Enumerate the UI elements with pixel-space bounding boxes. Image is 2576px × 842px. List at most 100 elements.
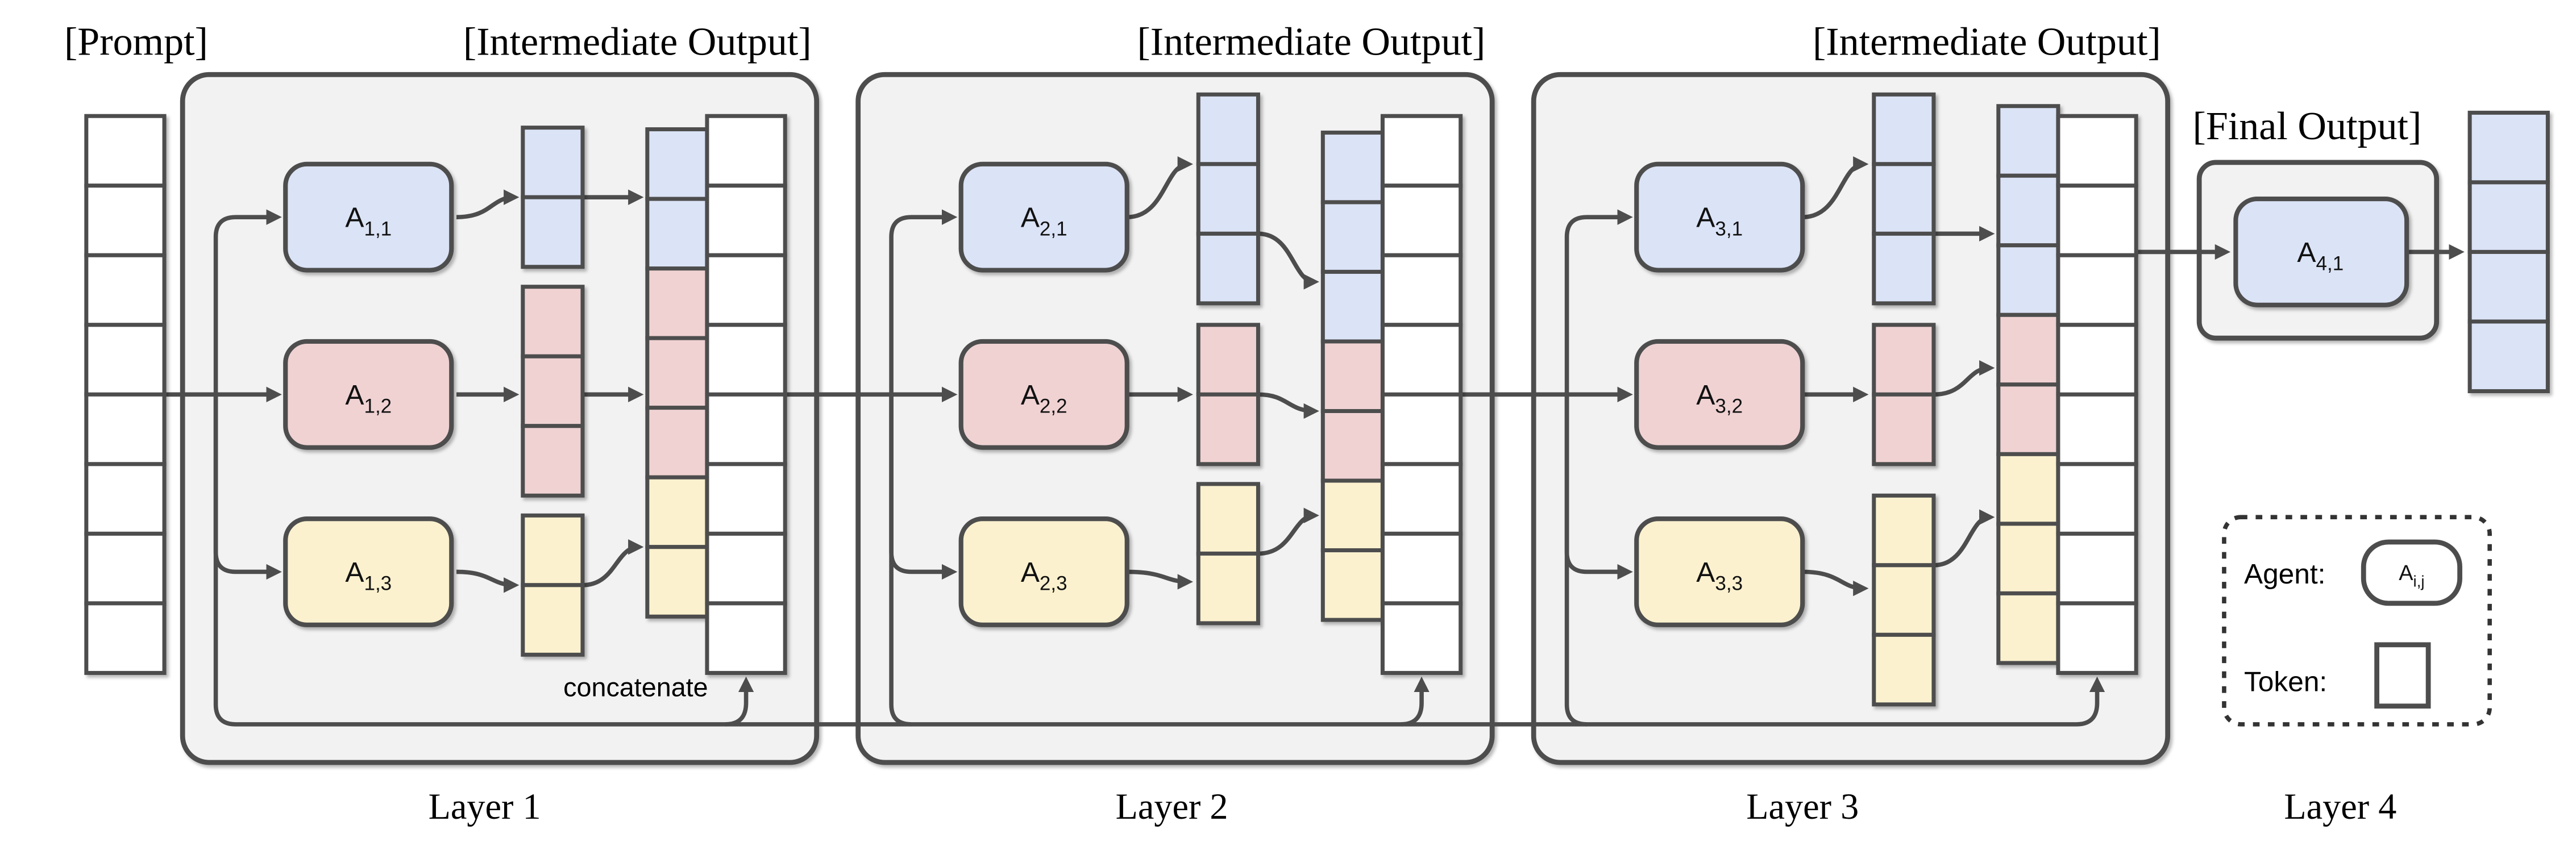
layer2-agent3-output-tokens (1196, 482, 1260, 626)
bypass-line (213, 394, 2105, 727)
yellow-token-cell (645, 545, 709, 619)
a31-output-arrow (1802, 156, 1869, 219)
yellow-token-cell (521, 513, 585, 587)
white-token-cell (2056, 184, 2138, 257)
pink-token-cell (1196, 323, 1260, 397)
pink-token-cell (1996, 382, 2060, 456)
white-token-cell (2056, 531, 2138, 606)
pink-token-cell (521, 424, 585, 498)
yellow-token-cell (645, 475, 709, 549)
white-token-cell (84, 253, 167, 327)
a23-output-arrow (1127, 569, 1193, 590)
blue-to-concat-arrow (1258, 231, 1319, 290)
layer-2-name: Layer 2 (1116, 786, 1228, 827)
white-token-cell (705, 253, 787, 327)
white-token-cell (2056, 253, 2138, 327)
white-token-cell (1380, 253, 1463, 327)
agent-a22-label: A2,2 (1021, 379, 1067, 418)
agent-a21-box (958, 161, 1129, 273)
layer2-passthrough-tokens (1380, 114, 1463, 675)
yellow-token-cell (1996, 522, 2060, 595)
legend-token-swatch (2374, 642, 2431, 709)
blue-token-cell (1196, 92, 1260, 166)
agent-a12-box (283, 339, 454, 450)
blue-token-cell (1872, 231, 1936, 306)
prompt-header-label: [Prompt] (64, 20, 208, 64)
white-token-cell (705, 323, 787, 397)
pink-token-cell (1996, 312, 2060, 387)
layer1-agent1-output-tokens (521, 126, 585, 269)
white-token-cell (1380, 462, 1463, 536)
layer1-concat-tokens (645, 127, 709, 619)
yellow-to-concat-arrow (582, 539, 644, 587)
layer-1-agents: A1,1 A1,2 A1,3 (283, 161, 454, 627)
agent-a33-label: A3,3 (1696, 556, 1743, 595)
yellow-to-concat-arrow (1933, 509, 1995, 568)
agent-a12-label: A1,2 (345, 379, 392, 418)
blue-token-cell (645, 197, 709, 271)
yellow-token-cell (521, 583, 585, 657)
blue-token-cell (1872, 162, 1936, 236)
yellow-token-cell (1196, 482, 1260, 556)
layer3-passthrough-tokens (2056, 114, 2138, 675)
agent-a41-box (2233, 196, 2409, 307)
yellow-token-cell (1872, 563, 1936, 637)
blue-token-cell (1996, 243, 2060, 317)
yellow-token-cell (1872, 632, 1936, 707)
a21-output-arrow (1127, 156, 1193, 219)
blue-token-cell (1196, 231, 1260, 306)
blue-token-cell (521, 195, 585, 269)
yellow-token-cell (1872, 493, 1936, 568)
white-token-cell (705, 601, 787, 675)
pink-token-cell (1320, 409, 1385, 483)
layer-4-agents: A4,1 (2233, 196, 2409, 307)
layer3-entry-drop (1564, 394, 1587, 727)
agent-a32-box (1634, 339, 1805, 450)
blue-token-cell (2467, 110, 2550, 185)
blue-token-cell (1872, 92, 1936, 166)
yellow-token-cell (1996, 591, 2060, 665)
white-token-cell (84, 184, 167, 257)
agent-a13-label: A1,3 (345, 556, 392, 595)
layer-3-agents: A3,1 A3,2 A3,3 (1634, 161, 1805, 627)
white-token-cell (705, 184, 787, 257)
blue-token-cell (1196, 162, 1260, 236)
branch-to-a13-arrow (213, 394, 282, 580)
agent-a41-label: A4,1 (2297, 236, 2344, 275)
prompt-tokens (84, 114, 167, 675)
blue-token-cell (521, 126, 585, 199)
blue-token-cell (1320, 200, 1385, 274)
layer3-agent1-output-tokens (1872, 92, 1936, 306)
white-token-cell (84, 114, 167, 188)
yellow-token-cell (1996, 452, 2060, 526)
pink-token-cell (521, 285, 585, 359)
final-output-tokens (2467, 110, 2550, 393)
layer-3-name: Layer 3 (1746, 786, 1859, 827)
layer1-passthrough-tokens (705, 114, 787, 675)
branch-to-a11-arrow (213, 209, 282, 395)
white-token-cell (84, 601, 167, 675)
agent-a11-label: A1,1 (345, 202, 392, 240)
pink-token-cell (645, 406, 709, 480)
branch-to-a31-arrow (1564, 209, 1633, 395)
prompt-bypass-connector (213, 394, 2105, 727)
yellow-token-cell (1320, 478, 1385, 553)
pink-token-cell (645, 266, 709, 340)
layer-1-connectors (164, 189, 958, 593)
blue-token-cell (1996, 104, 2060, 178)
layer1-agent2-output-tokens (521, 285, 585, 498)
layer2-entry-drop (889, 394, 912, 727)
layer-2-connectors (889, 156, 1633, 590)
a11-output-arrow (456, 189, 520, 219)
white-token-cell (1380, 531, 1463, 606)
layer-4-name: Layer 4 (2284, 786, 2396, 827)
layer3-concat-tokens (1996, 104, 2060, 665)
agent-a11-box (283, 161, 454, 273)
legend-token-label: Token: (2244, 666, 2327, 698)
legend: Agent: Ai,j Token: (2222, 515, 2492, 727)
branch-to-a23-arrow (889, 394, 958, 580)
a13-output-arrow (456, 569, 520, 593)
bypass-up-branch-layer1 (725, 676, 754, 727)
